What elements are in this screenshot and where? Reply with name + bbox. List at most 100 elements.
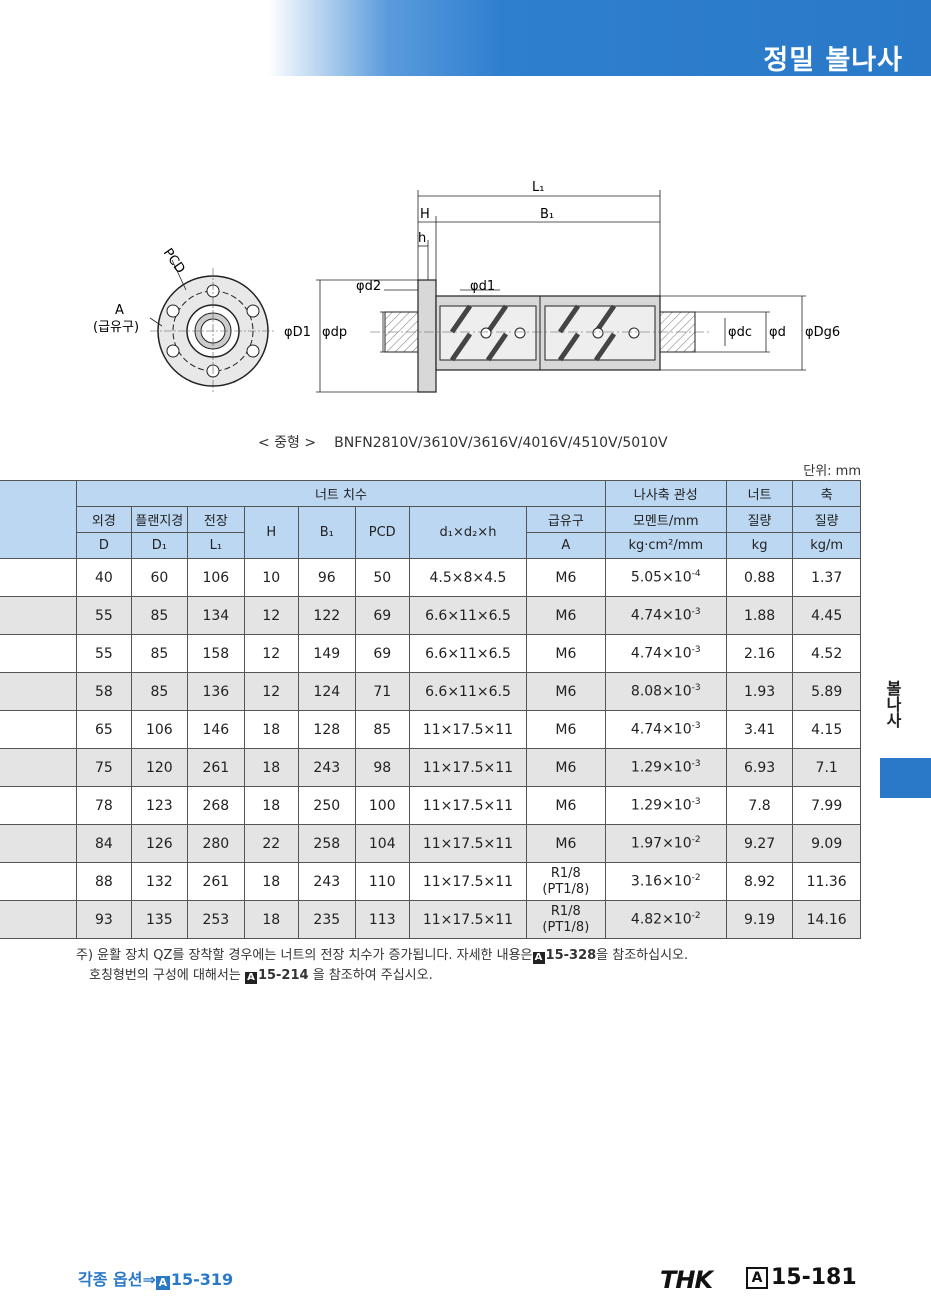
cell-A: M6 (525, 558, 606, 597)
cell-nut-mass: 9.19 (725, 900, 794, 939)
col-length: 전장 (187, 506, 245, 533)
dim-d1: φd1 (470, 279, 495, 294)
moment-exponent: -3 (691, 797, 701, 808)
cell-H: 18 (243, 900, 300, 939)
footer-options-ref: 15-319 (170, 1270, 234, 1289)
col-PCD: PCD (354, 506, 410, 559)
col-moment: 모멘트/mm (604, 506, 727, 533)
cell-moment: 8.08×10-3 (604, 672, 727, 711)
caption-models: BNFN2810V/3610V/3616V/4016V/4510V/5010V (334, 435, 668, 451)
model-cell (0, 900, 78, 939)
footer-options-text: 각종 옵션⇒ (78, 1270, 156, 1289)
cell-dxd: 6.6×11×6.5 (408, 596, 527, 635)
model-cell (0, 558, 78, 597)
cell-D1: 60 (130, 558, 189, 597)
cell-moment: 4.74×10-3 (604, 710, 727, 749)
oil-port: R1/8 (550, 865, 581, 881)
model-cell (0, 748, 78, 787)
note-1-text: 주) 윤활 장치 QZ를 장착할 경우에는 너트의 전장 치수가 증가됩니다. … (76, 948, 533, 963)
note-2-text: 호칭형번의 구성에 대해서는 (89, 968, 241, 983)
cell-B1: 122 (298, 596, 356, 635)
cell-H: 12 (243, 596, 300, 635)
cell-A: M6 (525, 596, 606, 635)
sym-D: D (76, 532, 132, 559)
spec-table: 너트 치수 나사축 관성 너트 축 외경 플랜지경 전장 H B₁ PCD d₁… (0, 480, 861, 939)
cell-A: M6 (525, 672, 606, 711)
cell-shaft-mass: 4.45 (792, 596, 861, 635)
cell-H: 12 (243, 672, 300, 711)
moment-value: 1.97×10 (630, 835, 692, 852)
cell-A: M6 (525, 786, 606, 825)
model-cell (0, 824, 78, 863)
sym-D1: D₁ (130, 532, 189, 559)
ref-box: A (532, 952, 545, 964)
cell-D: 55 (76, 596, 132, 635)
oil-port-label: A (115, 303, 124, 318)
moment-exponent: -4 (691, 569, 701, 580)
cell-H: 18 (243, 710, 300, 749)
note-2-ref[interactable]: 15-214 (257, 968, 309, 983)
cell-D1: 85 (130, 596, 189, 635)
cell-shaft-mass: 11.36 (792, 862, 861, 901)
cell-D1: 85 (130, 634, 189, 673)
cell-shaft-mass: 4.52 (792, 634, 861, 673)
moment-value: 8.08×10 (630, 683, 692, 700)
ref-box: A (155, 1276, 170, 1290)
cell-dxd: 11×17.5×11 (408, 862, 527, 901)
cell-H: 18 (243, 748, 300, 787)
cell-dxd: 11×17.5×11 (408, 900, 527, 939)
dim-H: H (420, 207, 430, 222)
dim-d: φd (769, 325, 786, 340)
note-1-ref[interactable]: 15-328 (545, 948, 597, 963)
moment-exponent: -3 (691, 607, 701, 618)
cell-nut-mass: 8.92 (725, 862, 794, 901)
header-band (268, 0, 931, 76)
moment-exponent: -3 (691, 645, 701, 656)
cell-L1: 136 (187, 672, 245, 711)
sym-L1: L₁ (187, 532, 245, 559)
cell-A: R1/8(PT1/8) (525, 862, 606, 901)
cell-B1: 124 (298, 672, 356, 711)
dimension-lines (316, 190, 806, 393)
moment-value: 4.74×10 (630, 721, 692, 738)
cell-L1: 134 (187, 596, 245, 635)
moment-value: 4.82×10 (630, 911, 692, 928)
cell-nut-mass: 2.16 (725, 634, 794, 673)
cell-A: R1/8(PT1/8) (525, 900, 606, 939)
page-title: 정밀 볼나사 (763, 45, 903, 76)
moment-exponent: -2 (691, 835, 701, 846)
sym-A: A (525, 532, 606, 559)
cell-H: 12 (243, 634, 300, 673)
cell-A: M6 (525, 710, 606, 749)
moment-value: 5.05×10 (630, 569, 692, 586)
cell-shaft-mass: 9.09 (792, 824, 861, 863)
dim-dc: φdc (728, 325, 752, 340)
col-flange: 플랜지경 (130, 506, 189, 533)
side-section-tab[interactable] (880, 758, 931, 798)
cell-PCD: 69 (354, 596, 410, 635)
cell-B1: 149 (298, 634, 356, 673)
cell-moment: 1.29×10-3 (604, 786, 727, 825)
cell-moment: 1.29×10-3 (604, 748, 727, 787)
cell-D1: 106 (130, 710, 189, 749)
model-cell (0, 672, 78, 711)
cell-H: 10 (243, 558, 300, 597)
group-nut-dimensions: 너트 치수 (76, 480, 606, 507)
oil-port: R1/8 (550, 903, 581, 919)
oil-port-sub-label: (급유구) (93, 320, 139, 335)
cell-D: 58 (76, 672, 132, 711)
cell-B1: 243 (298, 748, 356, 787)
cell-L1: 268 (187, 786, 245, 825)
header-blank (0, 480, 78, 559)
cell-D: 93 (76, 900, 132, 939)
oil-port-alt: (PT1/8) (542, 919, 590, 935)
cell-nut-mass: 7.8 (725, 786, 794, 825)
